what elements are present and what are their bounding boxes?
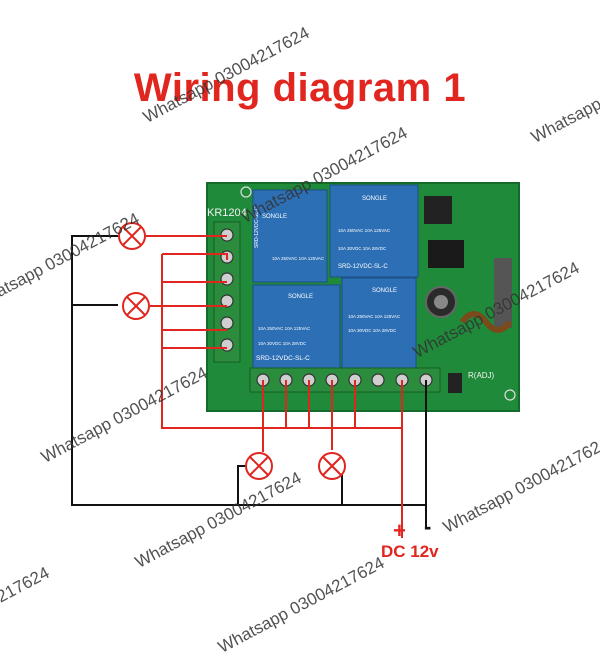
minus-sign: -: [424, 514, 432, 539]
antenna-coil: [459, 311, 513, 333]
plus-sign: +: [393, 518, 406, 543]
relay-2: SONGLE 10A 250VAC 10A 125VAC 10A 30VDC 1…: [329, 184, 419, 278]
load-lamp-icon: [122, 292, 150, 320]
wiring-diagram: KR1204 SONGLE SRD-12VDC-SL-C 10A 250VAC …: [71, 182, 520, 538]
svg-text:SONGLE: SONGLE: [262, 214, 287, 220]
load-lamp-icon: [118, 222, 146, 250]
relay-3: SONGLE 10A 250VAC 10A 125VAC 10A 30VDC 1…: [252, 284, 341, 372]
svg-text:10A 30VDC 10A 28VDC: 10A 30VDC 10A 28VDC: [338, 246, 387, 251]
svg-text:10A 250VAC 10A 125VAC: 10A 250VAC 10A 125VAC: [258, 326, 311, 331]
mount-hole-icon: [504, 389, 516, 401]
load-lamp-icon: [245, 452, 273, 480]
antenna-module: [494, 258, 512, 328]
ic-chip: [424, 196, 452, 224]
red-wires: [146, 235, 403, 538]
svg-text:SONGLE: SONGLE: [362, 196, 387, 202]
relay-4: SONGLE 10A 250VAC 10A 125VAC 10A 30VDC 1…: [341, 277, 417, 375]
antenna-label: R(ADJ): [468, 371, 495, 380]
svg-text:SRD-12VDC-SL-C: SRD-12VDC-SL-C: [338, 264, 388, 270]
decoder-chip: [428, 240, 464, 268]
svg-text:10A 30VDC 10A 28VDC: 10A 30VDC 10A 28VDC: [348, 328, 397, 333]
svg-text:10A 30VDC 10A 28VDC: 10A 30VDC 10A 28VDC: [258, 341, 307, 346]
diagram-title: Wiring diagram 1: [133, 66, 467, 110]
dc-voltage-label: DC 12v: [381, 542, 439, 561]
svg-text:SONGLE: SONGLE: [288, 294, 313, 300]
pcb-outline: [206, 182, 520, 412]
load-lamp-icon: [318, 452, 346, 480]
svg-text:10A 250VAC 10A 125VAC: 10A 250VAC 10A 125VAC: [348, 314, 401, 319]
svg-text:SRD-12VDC-SL-C: SRD-12VDC-SL-C: [256, 355, 310, 362]
bottom-terminal-block: [249, 367, 441, 393]
mount-hole-icon: [240, 186, 252, 198]
svg-text:10A 250VAC 10A 125VAC: 10A 250VAC 10A 125VAC: [272, 256, 325, 261]
inductor: [448, 373, 462, 393]
relay-1: SONGLE SRD-12VDC-SL-C 10A 250VAC 10A 125…: [252, 189, 328, 283]
board-model-label: KR1204: [207, 207, 247, 219]
svg-text:SONGLE: SONGLE: [372, 288, 397, 294]
svg-text:SRD-12VDC-SL-C: SRD-12VDC-SL-C: [254, 206, 260, 248]
svg-text:10A 250VAC 10A 125VAC: 10A 250VAC 10A 125VAC: [338, 228, 391, 233]
